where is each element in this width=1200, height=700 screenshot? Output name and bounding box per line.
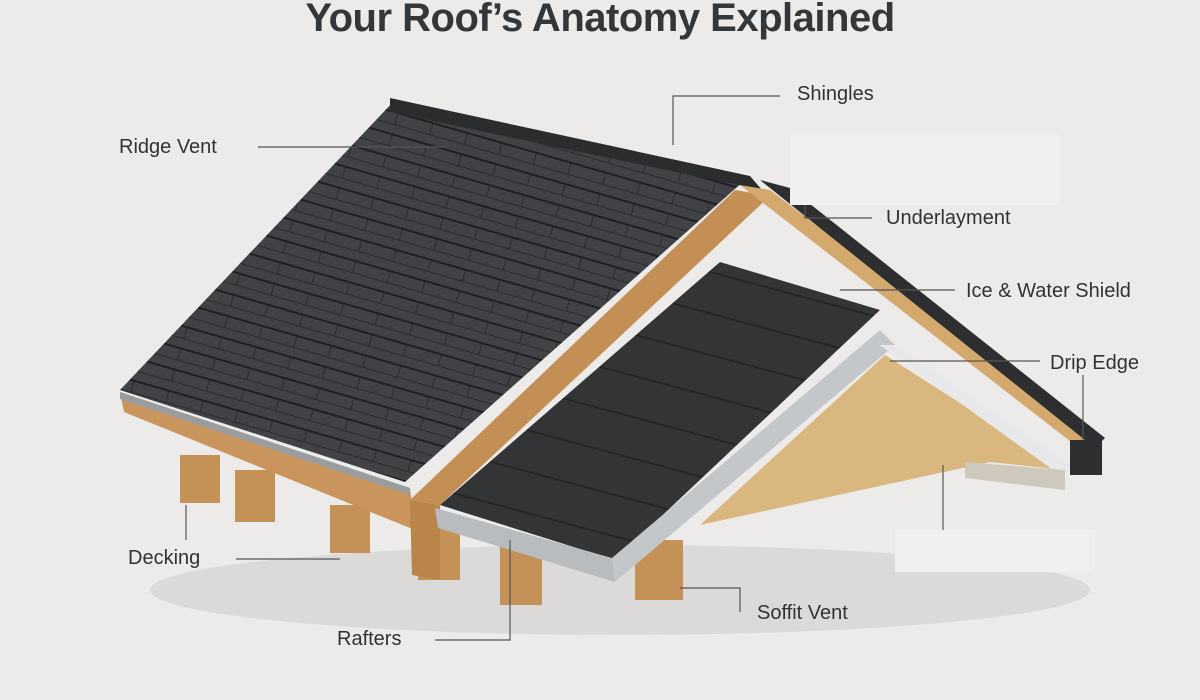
label-soffit-vent: Soffit Vent: [757, 602, 848, 624]
ground-shadow: [150, 545, 1090, 635]
label-drip-edge: Drip Edge: [1050, 352, 1139, 374]
shingles-left-plane: [120, 100, 745, 482]
soffit-vent: [965, 462, 1065, 490]
ridge-vent: [390, 98, 762, 190]
decking-board: [120, 392, 415, 530]
label-decking: Decking: [128, 547, 201, 569]
page-title: Your Roof’s Anatomy Explained: [305, 0, 895, 40]
label-shingles: Shingles: [797, 83, 874, 105]
gable-osb: [700, 355, 1065, 525]
gutter: [1070, 440, 1102, 475]
blank-patch: [790, 135, 1060, 205]
underlayment-plane: [440, 262, 880, 560]
label-ice-water-shield: Ice & Water Shield: [966, 280, 1131, 302]
label-ridge-vent: Ridge Vent: [119, 136, 217, 158]
gable-rafter: [410, 190, 770, 505]
blank-patch: [895, 530, 1095, 572]
label-rafters: Rafters: [337, 628, 402, 650]
drip-edge-front: [435, 508, 615, 582]
label-underlayment: Underlayment: [886, 207, 1011, 229]
